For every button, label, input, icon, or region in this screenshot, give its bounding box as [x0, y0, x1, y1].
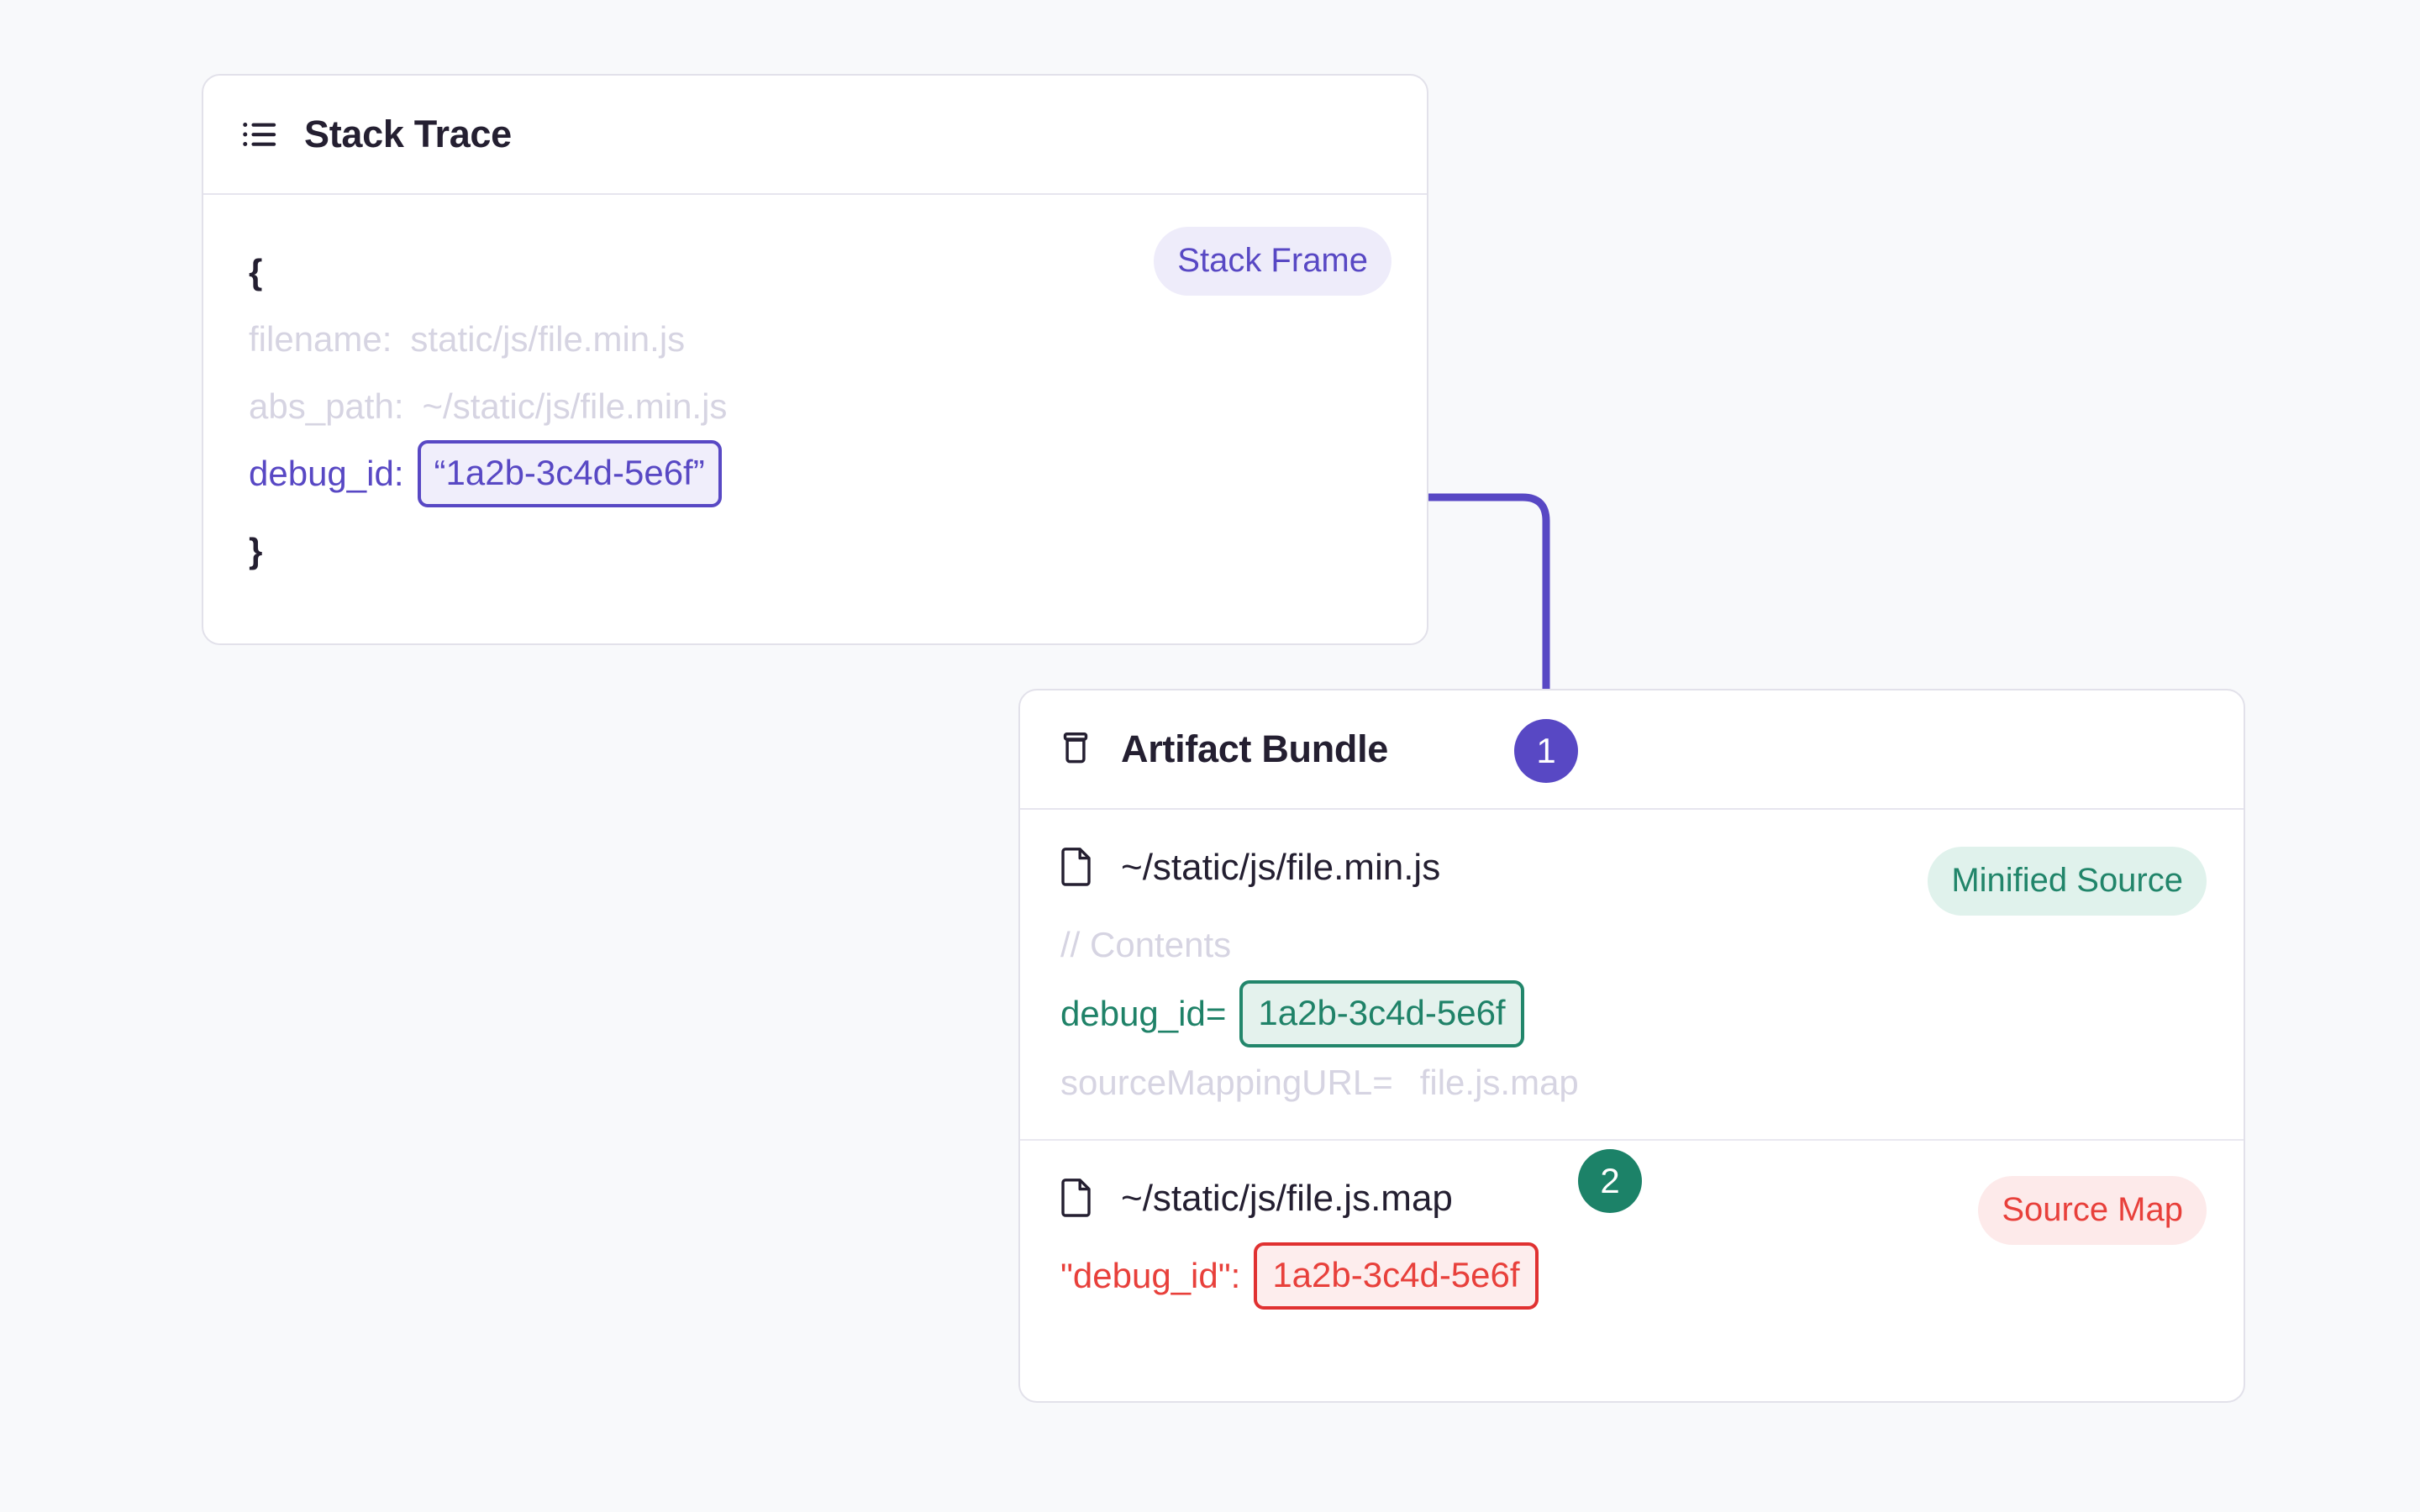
field-filename-value: static/js/file.min.js: [410, 319, 686, 359]
sourcemap-debug-id-key: "debug_id":: [1060, 1256, 1241, 1295]
field-abs-path-row: abs_path: ~/static/js/file.min.js: [203, 373, 1427, 440]
file-icon: [1060, 847, 1096, 889]
minified-contents-comment-text: // Contents: [1060, 925, 1232, 964]
field-abs-path-key: abs_path:: [249, 386, 404, 426]
minified-source-badge: Minified Source: [1928, 847, 2207, 916]
open-brace: {: [249, 252, 263, 291]
field-filename-row: filename: static/js/file.min.js: [203, 306, 1427, 373]
source-mapping-url-row: sourceMappingURL= file.js.map: [1020, 1048, 2244, 1117]
stack-trace-title: Stack Trace: [304, 113, 512, 155]
artifact-bundle-card-body: Minified Source ~/static/js/file.min.js …: [1020, 810, 2244, 1310]
source-map-file-row: ~/static/js/file.js.map: [1020, 1141, 2244, 1220]
field-debug-id-key: debug_id:: [249, 454, 404, 493]
file-icon: [1060, 1178, 1096, 1220]
close-brace-line: }: [203, 517, 1427, 585]
minified-contents-comment: // Contents: [1020, 911, 2244, 979]
minified-debug-id-key: debug_id=: [1060, 994, 1227, 1033]
bundle-entry-source-map: Source Map ~/static/js/file.js.map "debu…: [1020, 1141, 2244, 1310]
close-brace: }: [249, 531, 263, 570]
bundle-entry-minified-source: Minified Source ~/static/js/file.min.js …: [1020, 810, 2244, 1141]
stack-frame-code-block: Stack Frame { filename: static/js/file.m…: [203, 195, 1427, 585]
minified-debug-id-row: debug_id= 1a2b-3c4d-5e6f: [1020, 979, 2244, 1048]
sourcemap-debug-id-row: "debug_id": 1a2b-3c4d-5e6f: [1020, 1242, 2244, 1310]
stack-trace-debug-id-chip[interactable]: “1a2b-3c4d-5e6f”: [417, 440, 722, 507]
artifact-bundle-title: Artifact Bundle: [1121, 727, 1389, 770]
step-marker-1: 1: [1514, 719, 1578, 783]
minified-source-path: ~/static/js/file.min.js: [1121, 847, 1441, 888]
archive-icon: [1057, 730, 1096, 769]
source-map-path: ~/static/js/file.js.map: [1121, 1178, 1453, 1219]
minified-debug-id-chip[interactable]: 1a2b-3c4d-5e6f: [1239, 980, 1524, 1047]
field-debug-id-row: debug_id: “1a2b-3c4d-5e6f”: [203, 440, 1427, 507]
source-mapping-url-value: file.js.map: [1419, 1063, 1579, 1102]
artifact-bundle-card: Artifact Bundle Minified Source ~/static…: [1018, 689, 2245, 1403]
open-brace-line: {: [203, 239, 1427, 306]
source-mapping-url-key: sourceMappingURL=: [1060, 1063, 1393, 1102]
stack-trace-card: Stack Trace Stack Frame { filename: stat…: [202, 74, 1428, 645]
bundle-entries-divider: [1020, 1139, 2244, 1141]
minified-source-file-row: ~/static/js/file.min.js: [1020, 810, 2244, 889]
field-abs-path-value: ~/static/js/file.min.js: [422, 386, 728, 426]
source-map-badge: Source Map: [1978, 1176, 2207, 1245]
stack-trace-card-body: Stack Frame { filename: static/js/file.m…: [203, 195, 1427, 585]
sourcemap-debug-id-chip[interactable]: 1a2b-3c4d-5e6f: [1254, 1242, 1539, 1310]
list-icon: [240, 115, 279, 154]
field-filename-key: filename:: [249, 319, 392, 359]
step-marker-2: 2: [1578, 1149, 1642, 1213]
artifact-bundle-card-header: Artifact Bundle: [1020, 690, 2244, 810]
stack-frame-badge: Stack Frame: [1154, 227, 1392, 296]
stack-trace-card-header: Stack Trace: [203, 76, 1427, 195]
